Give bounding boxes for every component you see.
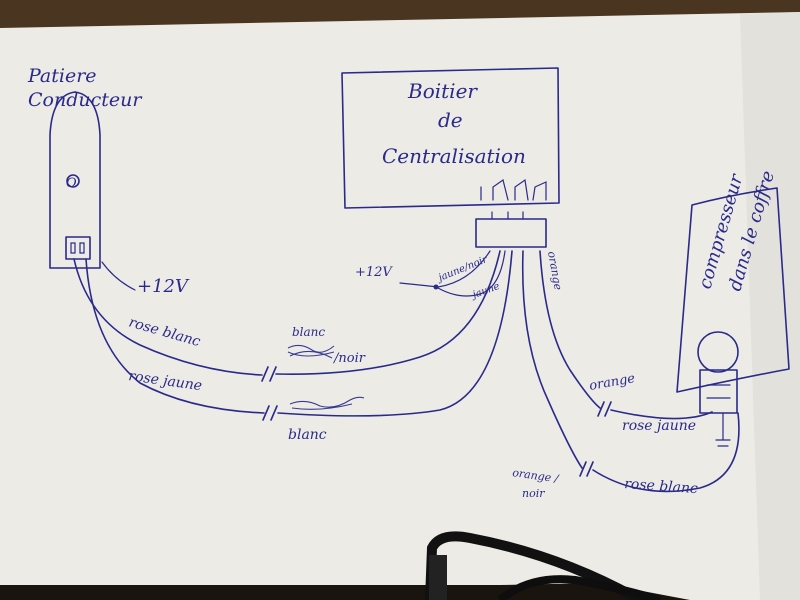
wires [73, 250, 740, 493]
junction-dot [433, 284, 439, 290]
label-orange-noir-2: noir [522, 487, 545, 500]
label-boitier-3: Centralisation [382, 144, 526, 168]
label-circle-mark: O [66, 176, 77, 191]
label-rose-blanc-right: rose blanc [624, 476, 699, 497]
paper-sheet [0, 12, 800, 600]
label-blanc-bottom: blanc [288, 427, 327, 443]
label-patiere: Patiere [27, 65, 97, 87]
scribble-bottom [289, 396, 365, 410]
patiere-conducteur [49, 91, 101, 269]
paper-shadow-right [740, 12, 800, 600]
label-boitier-2: de [438, 108, 463, 132]
label-rose-jaune-right: rose jaune [622, 418, 696, 434]
boitier-centralisation [341, 67, 560, 248]
label-noir-top: /noir [332, 351, 366, 366]
label-boitier-1: Boitier [407, 79, 478, 103]
label-plus12-left: +12V [137, 276, 190, 297]
compresseur [676, 187, 790, 447]
label-conducteur: Conducteur [28, 89, 143, 111]
label-plus12-mid: +12V [355, 265, 393, 280]
foreground-cable [425, 531, 662, 600]
scribble-top [287, 344, 335, 359]
label-blanc-top: blanc [292, 325, 325, 339]
